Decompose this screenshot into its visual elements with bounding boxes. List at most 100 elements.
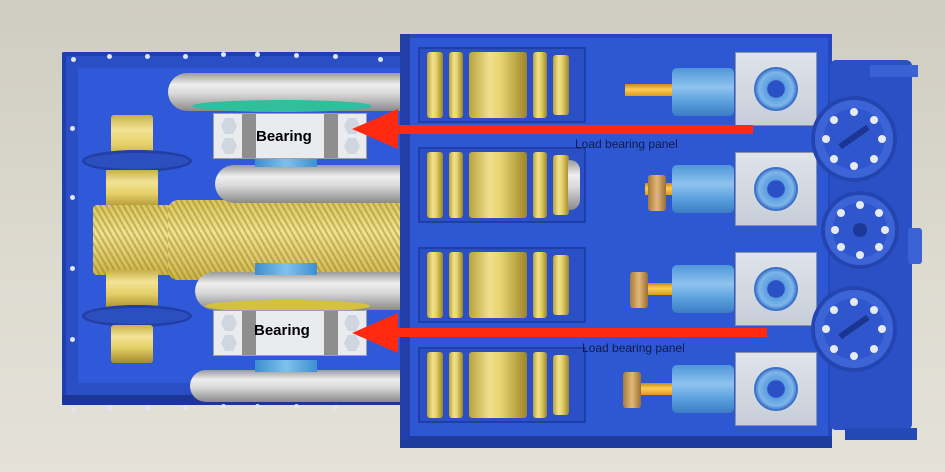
crank-journal-2 — [255, 263, 317, 275]
flange-bolt — [830, 116, 838, 124]
frame-bolt — [71, 408, 76, 413]
arrow-left-icon — [352, 109, 398, 149]
hex-bolt-icon — [221, 335, 237, 351]
plunger-ring — [427, 252, 443, 318]
bearing-block-shadow — [242, 311, 256, 355]
flange-bolt — [837, 209, 845, 217]
discharge-flange-1 — [815, 100, 893, 178]
flange-bolt — [831, 226, 839, 234]
plunger-ring — [533, 252, 547, 318]
plunger-ring — [449, 152, 463, 218]
pinion-shaft — [106, 170, 158, 210]
connecting-rod-sheave-2 — [215, 165, 413, 203]
frame-bolt — [333, 54, 338, 59]
bearing-label-bottom: Bearing — [254, 322, 310, 339]
valve-port-icon — [756, 69, 796, 109]
frame-bolt — [71, 57, 76, 62]
plunger-cylinder — [469, 152, 527, 218]
flange-bolt — [878, 135, 886, 143]
arrow-left-icon — [352, 313, 398, 353]
flange-blind-slot — [838, 314, 870, 340]
bearing-label-top: Bearing — [256, 128, 312, 145]
gland-nut-2 — [648, 175, 666, 211]
flange-center-bore — [853, 223, 867, 237]
flange-blind-slot — [838, 124, 870, 150]
flange-bolt — [875, 209, 883, 217]
flange-bolt — [822, 325, 830, 333]
plunger-ring — [553, 355, 569, 415]
fluid-end-base — [400, 436, 832, 448]
gland-nut-4 — [623, 372, 641, 408]
pump-head-3 — [672, 265, 734, 313]
bearing-block-shadow — [324, 311, 338, 355]
frame-bolt — [70, 337, 75, 342]
crank-journal-3 — [255, 360, 317, 372]
frame-bolt — [70, 195, 75, 200]
plunger-ring — [553, 55, 569, 115]
pinion-bearing-cap-top — [82, 150, 192, 172]
bearing-block-shadow — [242, 114, 256, 158]
load-bearing-panel-edge — [400, 34, 410, 440]
connecting-rod-sheave-4 — [190, 370, 413, 402]
frame-bolt — [255, 404, 260, 409]
flange-bolt — [856, 201, 864, 209]
frame-bolt — [294, 53, 299, 58]
plunger-ring — [449, 252, 463, 318]
plunger-ring — [449, 352, 463, 418]
flange-bolt — [850, 162, 858, 170]
frame-bolt — [221, 404, 226, 409]
frame-bolt — [107, 406, 112, 411]
plunger-ring — [427, 152, 443, 218]
frame-bolt — [183, 54, 188, 59]
plunger-ring — [533, 52, 547, 118]
flange-bolt — [850, 352, 858, 360]
flange-bolt — [875, 243, 883, 251]
flange-bolt — [881, 226, 889, 234]
pinion-shaft-bottom — [111, 325, 153, 363]
plunger-ring — [427, 52, 443, 118]
flange-bolt — [830, 345, 838, 353]
flange-bolt — [830, 155, 838, 163]
flange-bolt — [870, 345, 878, 353]
manifold-top-flange — [870, 65, 918, 77]
flange-bolt — [856, 251, 864, 259]
manifold-side-port — [908, 228, 922, 264]
plunger-ring — [449, 52, 463, 118]
flange-bolt — [850, 298, 858, 306]
plunger-cylinder — [469, 52, 527, 118]
valve-port-icon — [756, 369, 796, 409]
valve-port-icon — [756, 269, 796, 309]
load-path-arrow-top-shaft — [395, 125, 753, 134]
hex-bolt-icon — [221, 118, 237, 134]
flange-bolt — [870, 306, 878, 314]
frame-bolt — [333, 405, 338, 410]
pump-head-2 — [672, 165, 734, 213]
manifold-bottom-flange — [845, 428, 917, 440]
valve-block-3 — [735, 252, 817, 326]
sheave-bearing-seal-3 — [205, 300, 370, 312]
sheave-bearing-seal-1 — [192, 100, 372, 112]
valve-port-icon — [756, 169, 796, 209]
flange-bolt — [837, 243, 845, 251]
frame-bolt — [294, 404, 299, 409]
plunger-ring — [533, 152, 547, 218]
pinion-shaft-lower — [106, 270, 158, 310]
frame-bolt — [145, 405, 150, 410]
bearing-block-bottom: Bearing — [213, 310, 367, 356]
plunger-rod-1 — [625, 84, 675, 96]
pump-head-1 — [672, 68, 734, 116]
bearing-block-shadow — [324, 114, 338, 158]
valve-block-4 — [735, 352, 817, 426]
frame-bolt — [378, 57, 383, 62]
plunger-ring — [533, 352, 547, 418]
hex-bolt-icon — [221, 315, 237, 331]
flange-bolt — [830, 306, 838, 314]
valve-block-1 — [735, 52, 817, 126]
frame-bolt — [70, 126, 75, 131]
frame-bolt — [70, 266, 75, 271]
plunger-cylinder — [469, 352, 527, 418]
suction-flange — [825, 195, 895, 265]
plunger-rod-4 — [638, 383, 675, 395]
frame-bolt — [183, 405, 188, 410]
